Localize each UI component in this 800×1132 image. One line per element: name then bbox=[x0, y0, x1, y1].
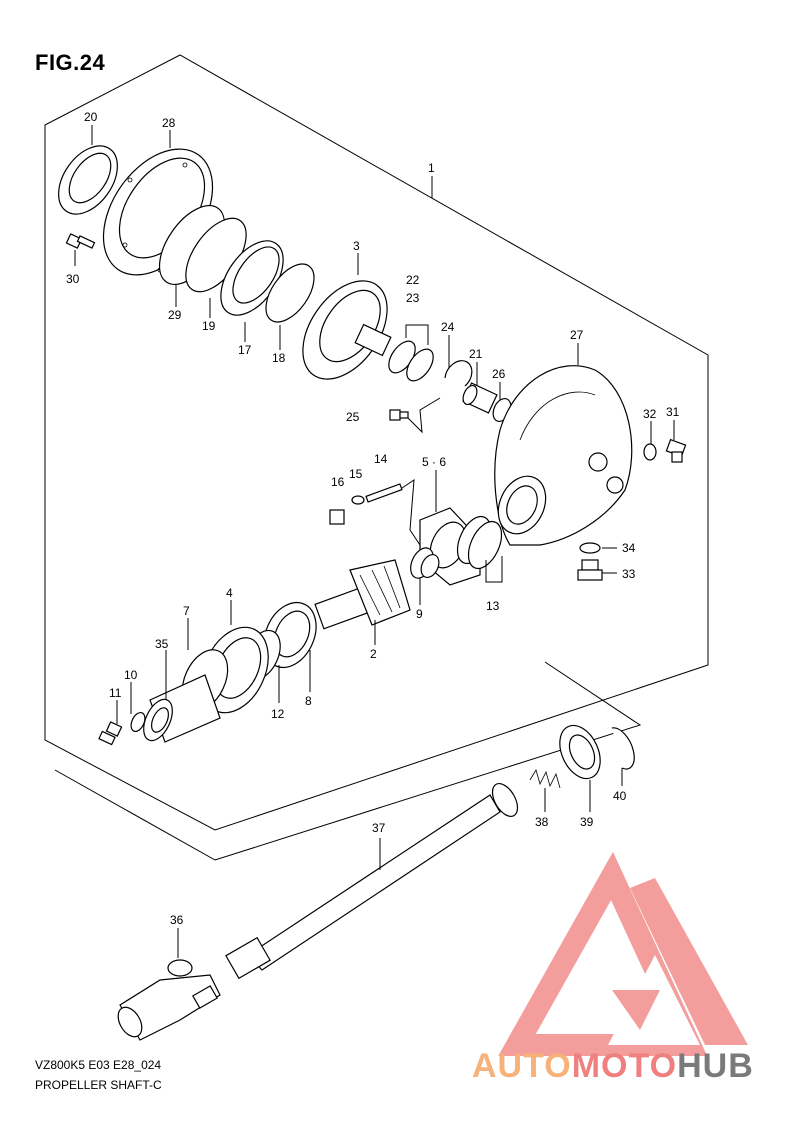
callout-1: 1 bbox=[428, 161, 435, 175]
callout-29: 29 bbox=[168, 308, 182, 322]
callout-37: 37 bbox=[372, 821, 386, 835]
callout-9: 9 bbox=[416, 607, 423, 621]
callout-30: 30 bbox=[66, 272, 80, 286]
part-21-needle-bearing bbox=[462, 382, 498, 414]
callout-17: 17 bbox=[238, 343, 252, 357]
part-35-coupling bbox=[143, 674, 221, 743]
callout-40: 40 bbox=[613, 789, 627, 803]
assembly-boundary-main bbox=[44, 54, 709, 831]
part-31-plug bbox=[665, 438, 687, 463]
callout-4: 4 bbox=[226, 586, 233, 600]
callout-28: 28 bbox=[162, 116, 176, 130]
callout-33: 33 bbox=[622, 567, 636, 581]
callout-19: 19 bbox=[202, 319, 216, 333]
part-3-ring-gear bbox=[302, 280, 392, 380]
figure-code: VZ800K5 E03 E28_024 bbox=[35, 1058, 162, 1072]
callout-15: 15 bbox=[349, 467, 363, 481]
part-37-propeller-shaft bbox=[225, 783, 519, 980]
callout-36: 36 bbox=[170, 913, 184, 927]
callout-26: 26 bbox=[492, 367, 506, 381]
callout-11: 11 bbox=[109, 686, 122, 700]
part-40-circlip bbox=[611, 727, 635, 770]
part-2-drive-pinion bbox=[314, 559, 411, 630]
callout-20: 20 bbox=[84, 110, 98, 124]
leader-lines bbox=[74, 125, 675, 958]
callout-27: 27 bbox=[570, 328, 584, 342]
callout-16: 16 bbox=[331, 475, 345, 489]
figure-title: FIG.24 bbox=[35, 50, 106, 75]
logo-part-hub: HUB bbox=[677, 1047, 754, 1085]
part-25-bolt bbox=[389, 409, 409, 421]
callout-3: 3 bbox=[353, 239, 360, 253]
part-23-shim bbox=[406, 348, 434, 382]
part-39-oil-seal bbox=[559, 724, 601, 780]
callout-39: 39 bbox=[580, 815, 594, 829]
part-11-bolt bbox=[98, 721, 123, 746]
part-33-drain-plug bbox=[577, 559, 603, 581]
callout-35: 35 bbox=[155, 637, 169, 651]
callout-38: 38 bbox=[535, 815, 549, 829]
part-20-oil-seal bbox=[58, 145, 118, 215]
figure-caption: PROPELLER SHAFT-C bbox=[35, 1078, 162, 1092]
part-38-spring bbox=[529, 769, 561, 789]
part-16-nut bbox=[329, 509, 345, 525]
callout-7: 7 bbox=[183, 604, 190, 618]
logo-part-auto: AUTO bbox=[472, 1047, 572, 1085]
callout-14: 14 bbox=[374, 452, 388, 466]
part-30-bolt bbox=[65, 233, 96, 249]
callout-13: 13 bbox=[486, 599, 500, 613]
assembly-boundary-lower bbox=[54, 661, 642, 861]
part-10-washer bbox=[130, 711, 146, 733]
callout-34: 34 bbox=[622, 541, 636, 555]
callout-32: 32 bbox=[643, 407, 657, 421]
part-13-shim-b bbox=[467, 520, 503, 570]
part-18-ring bbox=[265, 263, 315, 323]
callout-18: 18 bbox=[272, 351, 286, 365]
callout-5-6: 5 · 6 bbox=[422, 455, 446, 469]
part-34-washer bbox=[579, 542, 601, 554]
callout-24: 24 bbox=[441, 320, 455, 334]
leader-13 bbox=[485, 556, 503, 583]
part-9-bearing bbox=[410, 547, 440, 579]
callout-labels: 1 2 3 4 5 · 6 7 8 9 10 11 12 13 14 15 16… bbox=[66, 110, 680, 927]
leader-14 bbox=[401, 479, 421, 546]
callout-22: 22 bbox=[406, 273, 420, 287]
callout-31: 31 bbox=[666, 405, 680, 419]
callout-2: 2 bbox=[370, 647, 377, 661]
leader-22-23 bbox=[405, 324, 429, 345]
callout-10: 10 bbox=[124, 668, 138, 682]
logo-triangle-mark bbox=[498, 851, 748, 1056]
callout-21: 21 bbox=[469, 347, 483, 361]
automotohub-logo: AUTOMOTOHUB bbox=[472, 1047, 754, 1086]
part-15-washer bbox=[351, 495, 365, 505]
callout-12: 12 bbox=[271, 707, 285, 721]
part-32-gasket bbox=[643, 443, 657, 461]
callout-8: 8 bbox=[305, 694, 312, 708]
part-24-circlip bbox=[444, 360, 473, 387]
logo-part-moto: MOTO bbox=[571, 1047, 678, 1085]
part-14-stud bbox=[365, 483, 403, 503]
leader-25 bbox=[407, 397, 441, 434]
part-36-universal-joint bbox=[117, 959, 221, 1041]
callout-23: 23 bbox=[406, 291, 420, 305]
callout-25: 25 bbox=[346, 410, 360, 424]
part-27-final-gear-case bbox=[494, 365, 633, 546]
